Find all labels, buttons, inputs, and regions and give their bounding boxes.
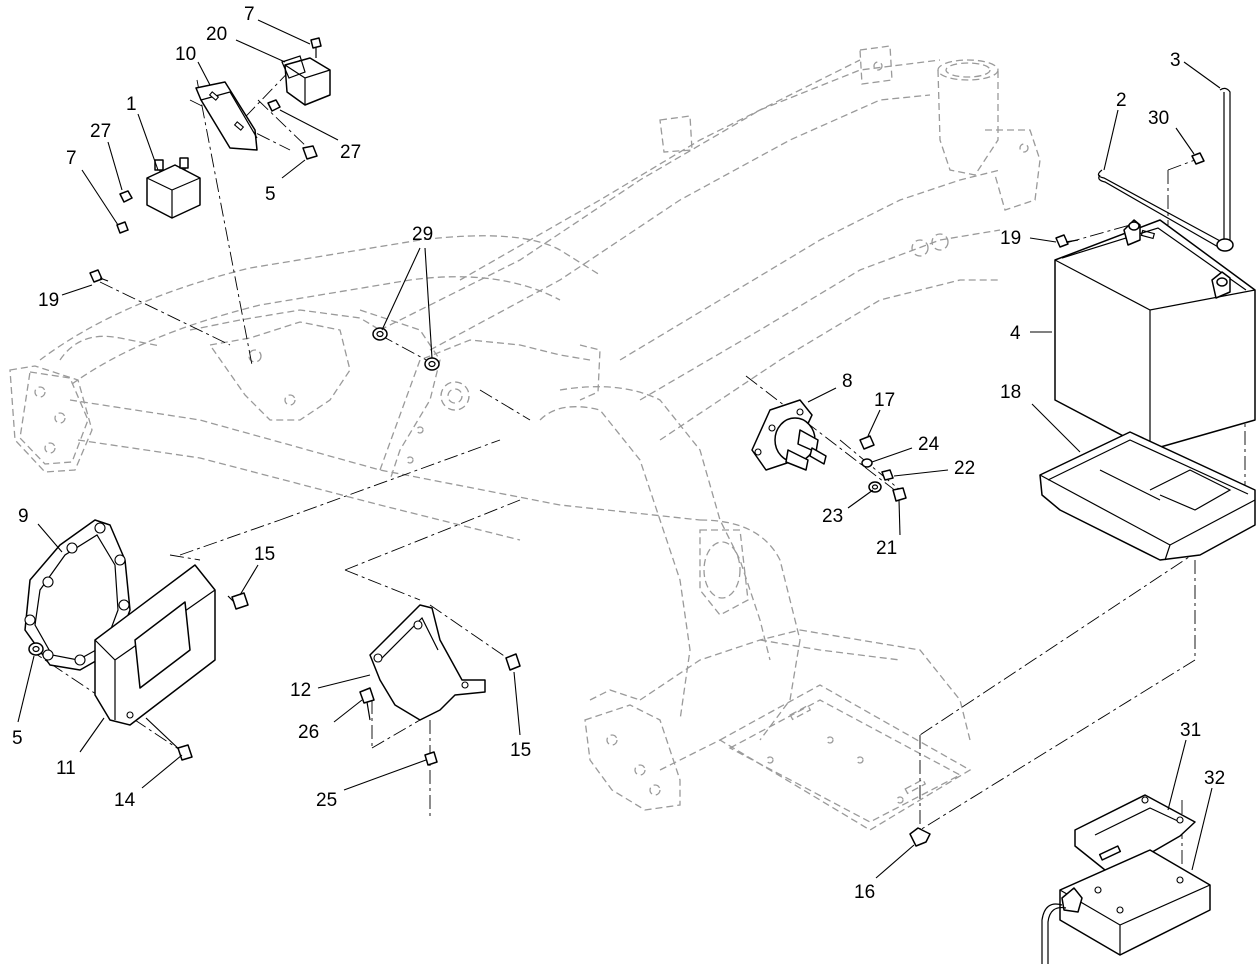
callout-3: 3 (1170, 50, 1181, 71)
callout-7-left: 7 (66, 148, 77, 169)
part-3-rod (1216, 87, 1234, 252)
part-22-nut (881, 469, 894, 481)
part-20-relay (281, 55, 331, 106)
callout-9: 9 (18, 506, 29, 527)
part-10-mount-bracket (195, 81, 258, 151)
part-27-nut-lower (119, 190, 133, 203)
part-16-wing-nut (909, 827, 931, 847)
callout-15-upper: 15 (254, 544, 275, 565)
callout-30: 30 (1148, 108, 1169, 129)
callout-19-left: 19 (38, 290, 59, 311)
callout-18: 18 (1000, 382, 1021, 403)
callout-4: 4 (1010, 323, 1021, 344)
part-14-bolt (145, 717, 193, 761)
part-29-spacer-a (372, 327, 388, 341)
callout-24: 24 (918, 434, 940, 455)
part-30-nut (1191, 152, 1205, 165)
part-2-hold-down-rod (1097, 169, 1223, 249)
part-19-bolt-left (89, 269, 109, 283)
part-1-relay-pair (146, 157, 201, 219)
part-24-washer (861, 458, 873, 468)
callout-20: 20 (206, 24, 227, 45)
callout-14: 14 (114, 790, 136, 811)
callout-1: 1 (126, 94, 137, 115)
callout-25: 25 (316, 790, 337, 811)
callout-29: 29 (412, 224, 433, 245)
callout-2: 2 (1116, 90, 1127, 111)
callout-27-left: 27 (90, 121, 111, 142)
callout-26: 26 (298, 722, 319, 743)
callout-32: 32 (1204, 768, 1225, 789)
callout-31: 31 (1180, 720, 1201, 741)
part-15-bolt-lower (505, 653, 521, 671)
part-23-washer (868, 481, 882, 493)
part-11-mounting-plate (94, 564, 216, 726)
part-18-battery-tray (1039, 431, 1256, 561)
callout-11: 11 (56, 758, 76, 779)
part-7-screw-lower (116, 221, 129, 234)
part-21-nut (892, 487, 907, 502)
part-5-washer-lower (28, 642, 44, 656)
part-32-foot-switch (1041, 849, 1211, 964)
part-4-battery (1054, 219, 1256, 451)
callout-8: 8 (842, 371, 853, 392)
callout-22: 22 (954, 458, 975, 479)
part-9-cover-plate (24, 519, 131, 671)
leader-lines (17, 19, 1221, 879)
callout-5-top: 5 (265, 184, 276, 205)
part-25-nut (424, 751, 438, 766)
callout-23: 23 (822, 506, 843, 527)
callout-19-right: 19 (1000, 228, 1021, 249)
part-27-nut-upper (267, 99, 281, 112)
chassis-frame (9, 45, 1041, 831)
part-5-nut-upper (302, 145, 318, 160)
callout-5-lower: 5 (12, 728, 23, 749)
callout-17: 17 (874, 390, 895, 411)
part-8-starter-solenoid (751, 399, 827, 471)
callout-10: 10 (175, 44, 196, 65)
part-17-screw (859, 435, 875, 450)
part-15-bolt-upper (227, 592, 249, 610)
callout-7-top: 7 (244, 4, 255, 25)
callout-15-lower: 15 (510, 740, 531, 761)
callout-16: 16 (854, 882, 875, 903)
part-26-screw (359, 687, 375, 721)
callout-labels: 7 20 10 1 27 27 7 5 29 19 8 17 24 22 23 … (12, 4, 1225, 903)
part-12-bracket (369, 604, 486, 721)
part-19-bolt-right (1055, 234, 1079, 248)
part-7-screw-top (310, 37, 322, 58)
callout-21: 21 (876, 538, 897, 559)
part-29-spacer-b (424, 357, 440, 371)
part-31-switch-cover (1074, 794, 1196, 871)
callout-12: 12 (290, 680, 311, 701)
callout-27-right: 27 (340, 142, 361, 163)
